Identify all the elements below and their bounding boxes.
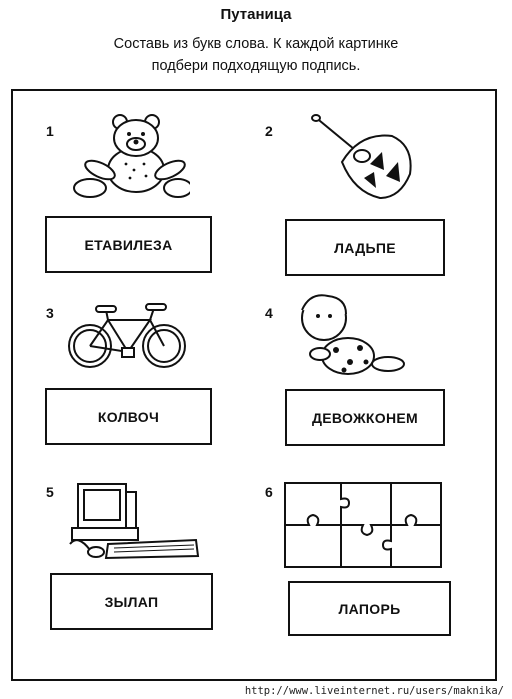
computer-icon: [69, 483, 200, 560]
item-number-5: 5: [46, 484, 54, 500]
word-box-2: ЛАДЬПЕ: [285, 219, 445, 276]
item-number-4: 4: [265, 305, 273, 321]
instruction-line-1: Составь из букв слова. К каждой картинке: [113, 36, 399, 52]
word-box-6: ЛАПОРЬ: [288, 581, 451, 636]
puzzle-icon: [284, 482, 442, 568]
item-number-2: 2: [265, 123, 273, 139]
item-number-3: 3: [46, 305, 54, 321]
teddy-bear-icon: [73, 114, 190, 198]
item-number-6: 6: [265, 484, 273, 500]
worksheet-frame: [11, 89, 497, 681]
spinning-top-icon: [311, 114, 412, 200]
page-title: Путаница: [220, 6, 292, 23]
item-number-1: 1: [46, 123, 54, 139]
word-box-4: ДЕВОЖКОНЕМ: [285, 389, 445, 446]
word-box-1: ЕТАВИЛЕЗА: [45, 216, 212, 273]
instruction-line-2: подбери подходящую подпись.: [151, 58, 361, 74]
word-box-3: КОЛВОЧ: [45, 388, 212, 445]
word-box-5: ЗЫЛАП: [50, 573, 213, 630]
source-url: http://www.liveinternet.ru/users/maknika…: [244, 685, 504, 697]
doll-icon: [301, 294, 405, 375]
bicycle-icon: [68, 303, 186, 368]
